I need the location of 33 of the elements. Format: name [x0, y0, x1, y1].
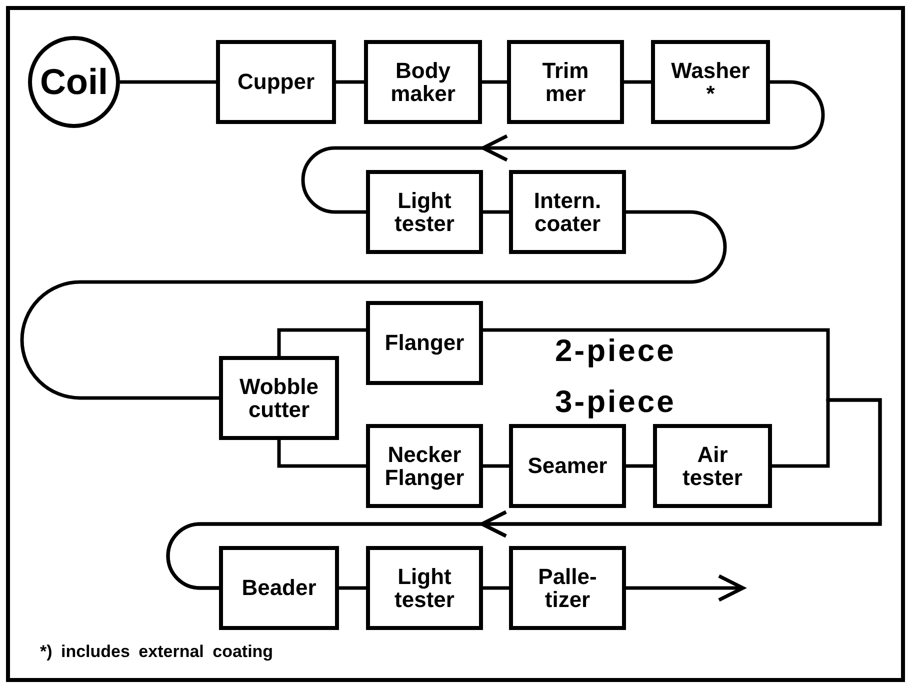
node-label: Washer	[671, 58, 750, 82]
footnote-mark: *	[706, 82, 715, 106]
process-box	[219, 546, 339, 630]
node-label: Coil	[40, 63, 108, 101]
node-label: Light tester	[394, 188, 456, 236]
process-box	[366, 301, 483, 385]
footnote: *) includes external coating	[40, 642, 274, 662]
process-box	[651, 40, 770, 124]
node-label: Cupper	[238, 70, 314, 94]
node-label: Necker Flanger	[384, 442, 466, 490]
node-label: Wobble cutter	[238, 374, 320, 422]
process-box	[509, 546, 626, 630]
node-label: Intern. coater	[532, 188, 602, 236]
process-box	[509, 170, 626, 254]
process-box	[507, 40, 624, 124]
node-label: Light tester	[394, 564, 456, 612]
node-label: Beader	[242, 576, 316, 600]
node-label: Body maker	[390, 58, 456, 106]
node-label: Flanger	[384, 331, 464, 355]
node-label: Air tester	[682, 442, 744, 490]
node-label: Palle- tizer	[537, 564, 598, 612]
process-box	[509, 424, 626, 508]
variant-label: 3-piece	[555, 384, 676, 420]
process-box	[366, 424, 483, 508]
process-box	[366, 170, 483, 254]
process-box	[219, 356, 339, 440]
process-box	[364, 40, 482, 124]
variant-label: 2-piece	[555, 333, 676, 369]
node-label: Trim mer	[541, 58, 590, 106]
process-box	[216, 40, 336, 124]
process-box	[653, 424, 772, 508]
process-box	[366, 546, 483, 630]
node-label: Seamer	[528, 454, 608, 478]
